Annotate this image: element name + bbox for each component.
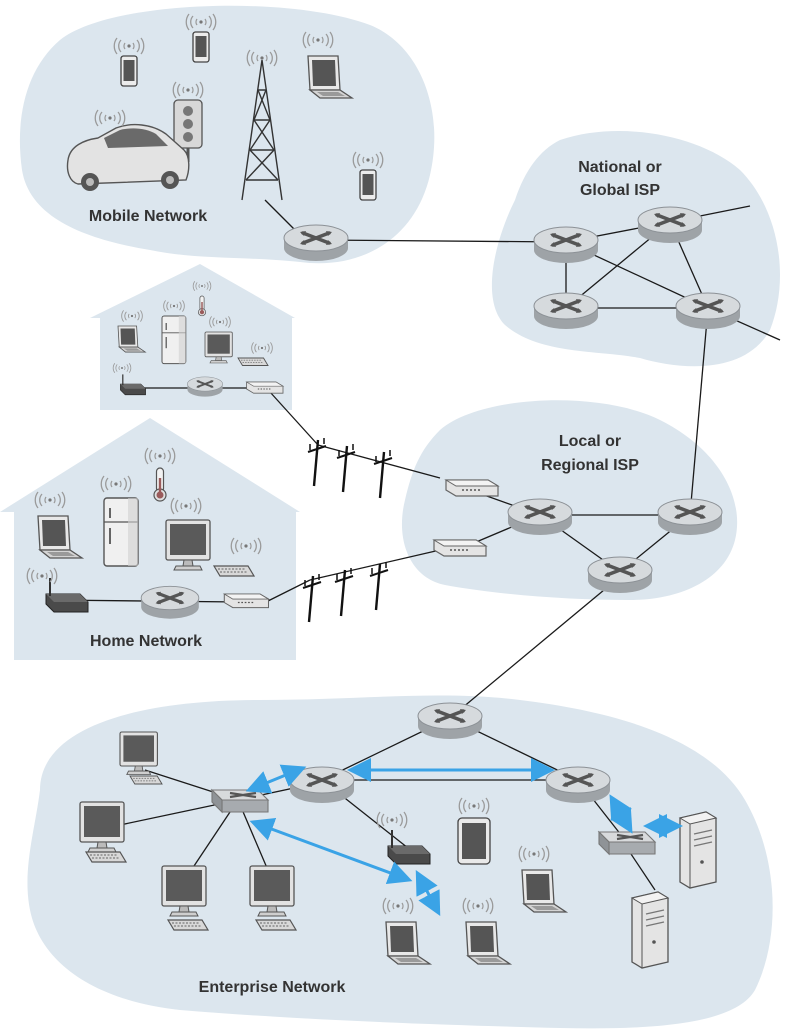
mobile-network-label: Mobile Network	[89, 208, 207, 225]
double-arrow-icon	[609, 794, 633, 834]
link-layer-switch-icon	[210, 788, 270, 814]
cell-tower-icon	[241, 59, 283, 201]
router-icon	[544, 765, 612, 805]
cable-modem-icon	[433, 539, 487, 557]
router-icon	[139, 584, 201, 621]
smartphone-icon	[192, 31, 210, 63]
smartphone-icon	[359, 169, 377, 201]
keyboard-icon	[255, 919, 297, 931]
double-arrow-icons	[245, 758, 683, 916]
local-isp-label-line2: Regional ISP	[541, 457, 639, 474]
router-icon	[656, 497, 724, 537]
enterprise-network-label: Enterprise Network	[199, 979, 346, 996]
utility-pole-icon	[333, 566, 355, 618]
tablet-icon	[457, 817, 491, 865]
server-icon	[679, 811, 717, 889]
link-layer-switch-icon	[597, 830, 657, 856]
router-icon	[186, 375, 224, 398]
double-arrow-icon	[415, 870, 441, 916]
utility-pole-icon	[301, 572, 323, 624]
utility-pole-icon	[335, 442, 357, 494]
local-isp-label-line1: Local or	[559, 433, 621, 450]
router-icon	[288, 765, 356, 805]
router-icon	[506, 497, 574, 537]
mobile-network-region	[19, 5, 435, 264]
keyboard-icon	[237, 357, 269, 367]
cable-modem-icon	[246, 381, 284, 394]
utility-poles	[301, 436, 394, 624]
keyboard-icon	[85, 851, 127, 863]
car-icon	[66, 123, 190, 191]
router-icon	[636, 205, 704, 245]
national-isp-label-line2: Global ISP	[580, 182, 660, 199]
cable-modem-icon	[223, 593, 270, 609]
traffic-light-icon	[173, 99, 203, 162]
router-icon	[674, 291, 742, 331]
keyboard-icon	[213, 565, 255, 577]
keyboard-icon	[167, 919, 209, 931]
refrigerator-icon	[161, 315, 187, 365]
keyboard-icon	[129, 775, 163, 785]
router-icon	[532, 291, 600, 331]
home-house-top	[90, 264, 295, 410]
cable-modem-icon	[445, 479, 499, 497]
router-icon	[586, 555, 654, 595]
router-icon	[282, 223, 350, 263]
utility-pole-icon	[372, 448, 394, 500]
utility-pole-icon	[368, 560, 390, 612]
utility-pole-icon	[306, 436, 328, 488]
home-network-label: Home Network	[90, 633, 202, 650]
smartphone-icon	[120, 55, 138, 87]
double-arrow-icon	[245, 764, 307, 794]
double-arrow-icon	[249, 817, 413, 885]
server-icon	[631, 891, 669, 969]
router-icon	[416, 701, 484, 741]
router-icon	[532, 225, 600, 265]
national-isp-label-line1: National or	[578, 159, 662, 176]
refrigerator-icon	[103, 497, 139, 567]
